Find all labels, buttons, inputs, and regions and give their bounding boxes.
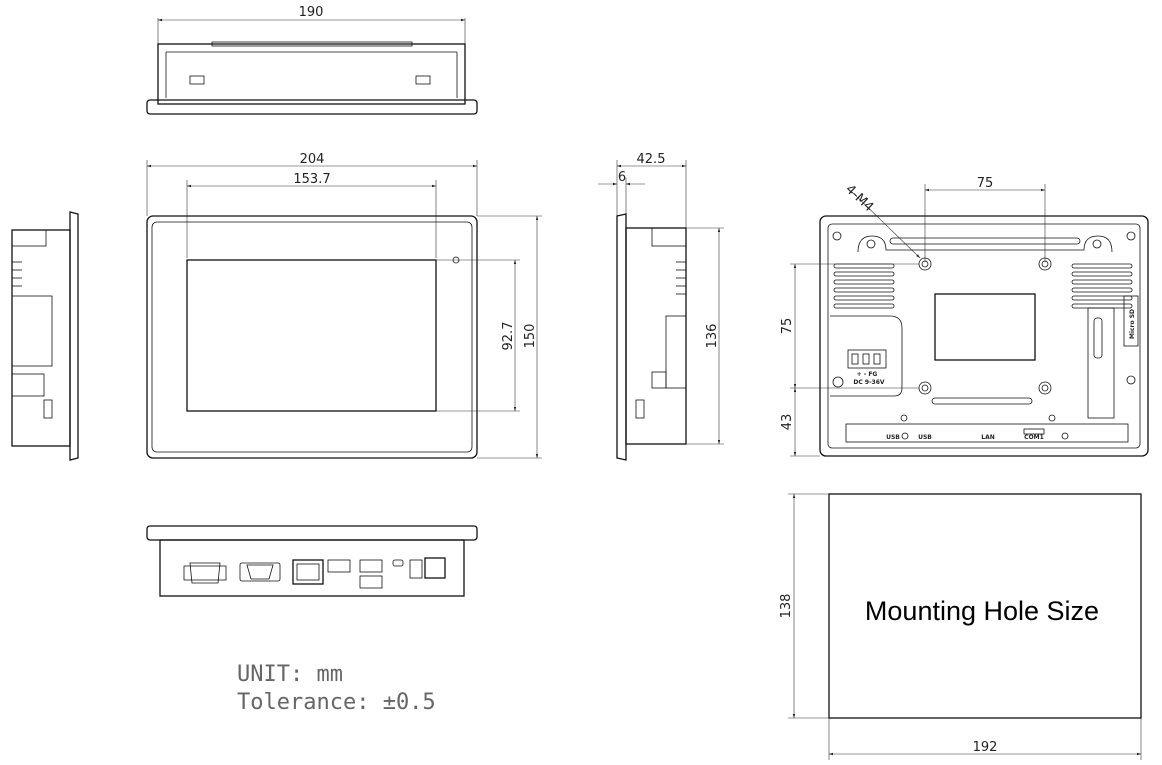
front-view: 204 153.7 92.7 150 (146, 152, 542, 459)
vent-slots-left (833, 263, 895, 309)
bottom-view (146, 525, 478, 597)
dimension-display-height: 92.7 (501, 322, 516, 351)
dimension-hole-spacing-vertical: 75 (780, 318, 795, 335)
lan-port-label: LAN (981, 434, 995, 441)
usb-port-label-2: USB (918, 434, 932, 441)
left-side-view (11, 211, 79, 461)
power-rating-label: DC 9-36V (853, 379, 884, 386)
dimension-display-width: 153.7 (293, 172, 330, 187)
unit-label: UNIT: mm (237, 662, 343, 687)
screw-spec-label: 4-M4 (842, 182, 876, 215)
usb-port-label-1: USB (886, 434, 900, 441)
rear-view: 75 4-M4 (780, 176, 1149, 457)
dimension-side-depth: 42.5 (637, 152, 666, 167)
mounting-cutout: 138 192 Mounting Hole Size (779, 493, 1142, 760)
dimension-front-width: 204 (300, 152, 325, 167)
top-view: 190 (146, 5, 478, 115)
dimension-front-height: 150 (523, 324, 538, 349)
right-side-view: 42.5 6 136 (598, 152, 724, 461)
com-port-label: COM1 (1024, 434, 1044, 441)
cutout-title: Mounting Hole Size (865, 596, 1099, 626)
dimension-cutout-width: 192 (973, 740, 998, 755)
dimension-side-height: 136 (705, 324, 720, 349)
micro-sd-label: Micro SD (1129, 309, 1136, 339)
dimension-top-width: 190 (299, 5, 324, 20)
dimension-hole-spacing-horizontal: 75 (977, 176, 994, 191)
unit-note: UNIT: mm Tolerance: ±0.5 (237, 662, 436, 715)
vent-slots-right (1071, 263, 1133, 309)
dimension-hole-offset-bottom: 43 (780, 414, 795, 431)
dimension-cutout-height: 138 (779, 594, 794, 619)
power-polarity-label: + - FG (857, 371, 878, 378)
tolerance-label: Tolerance: ±0.5 (237, 690, 436, 715)
dimension-bezel-depth: 6 (618, 170, 626, 185)
